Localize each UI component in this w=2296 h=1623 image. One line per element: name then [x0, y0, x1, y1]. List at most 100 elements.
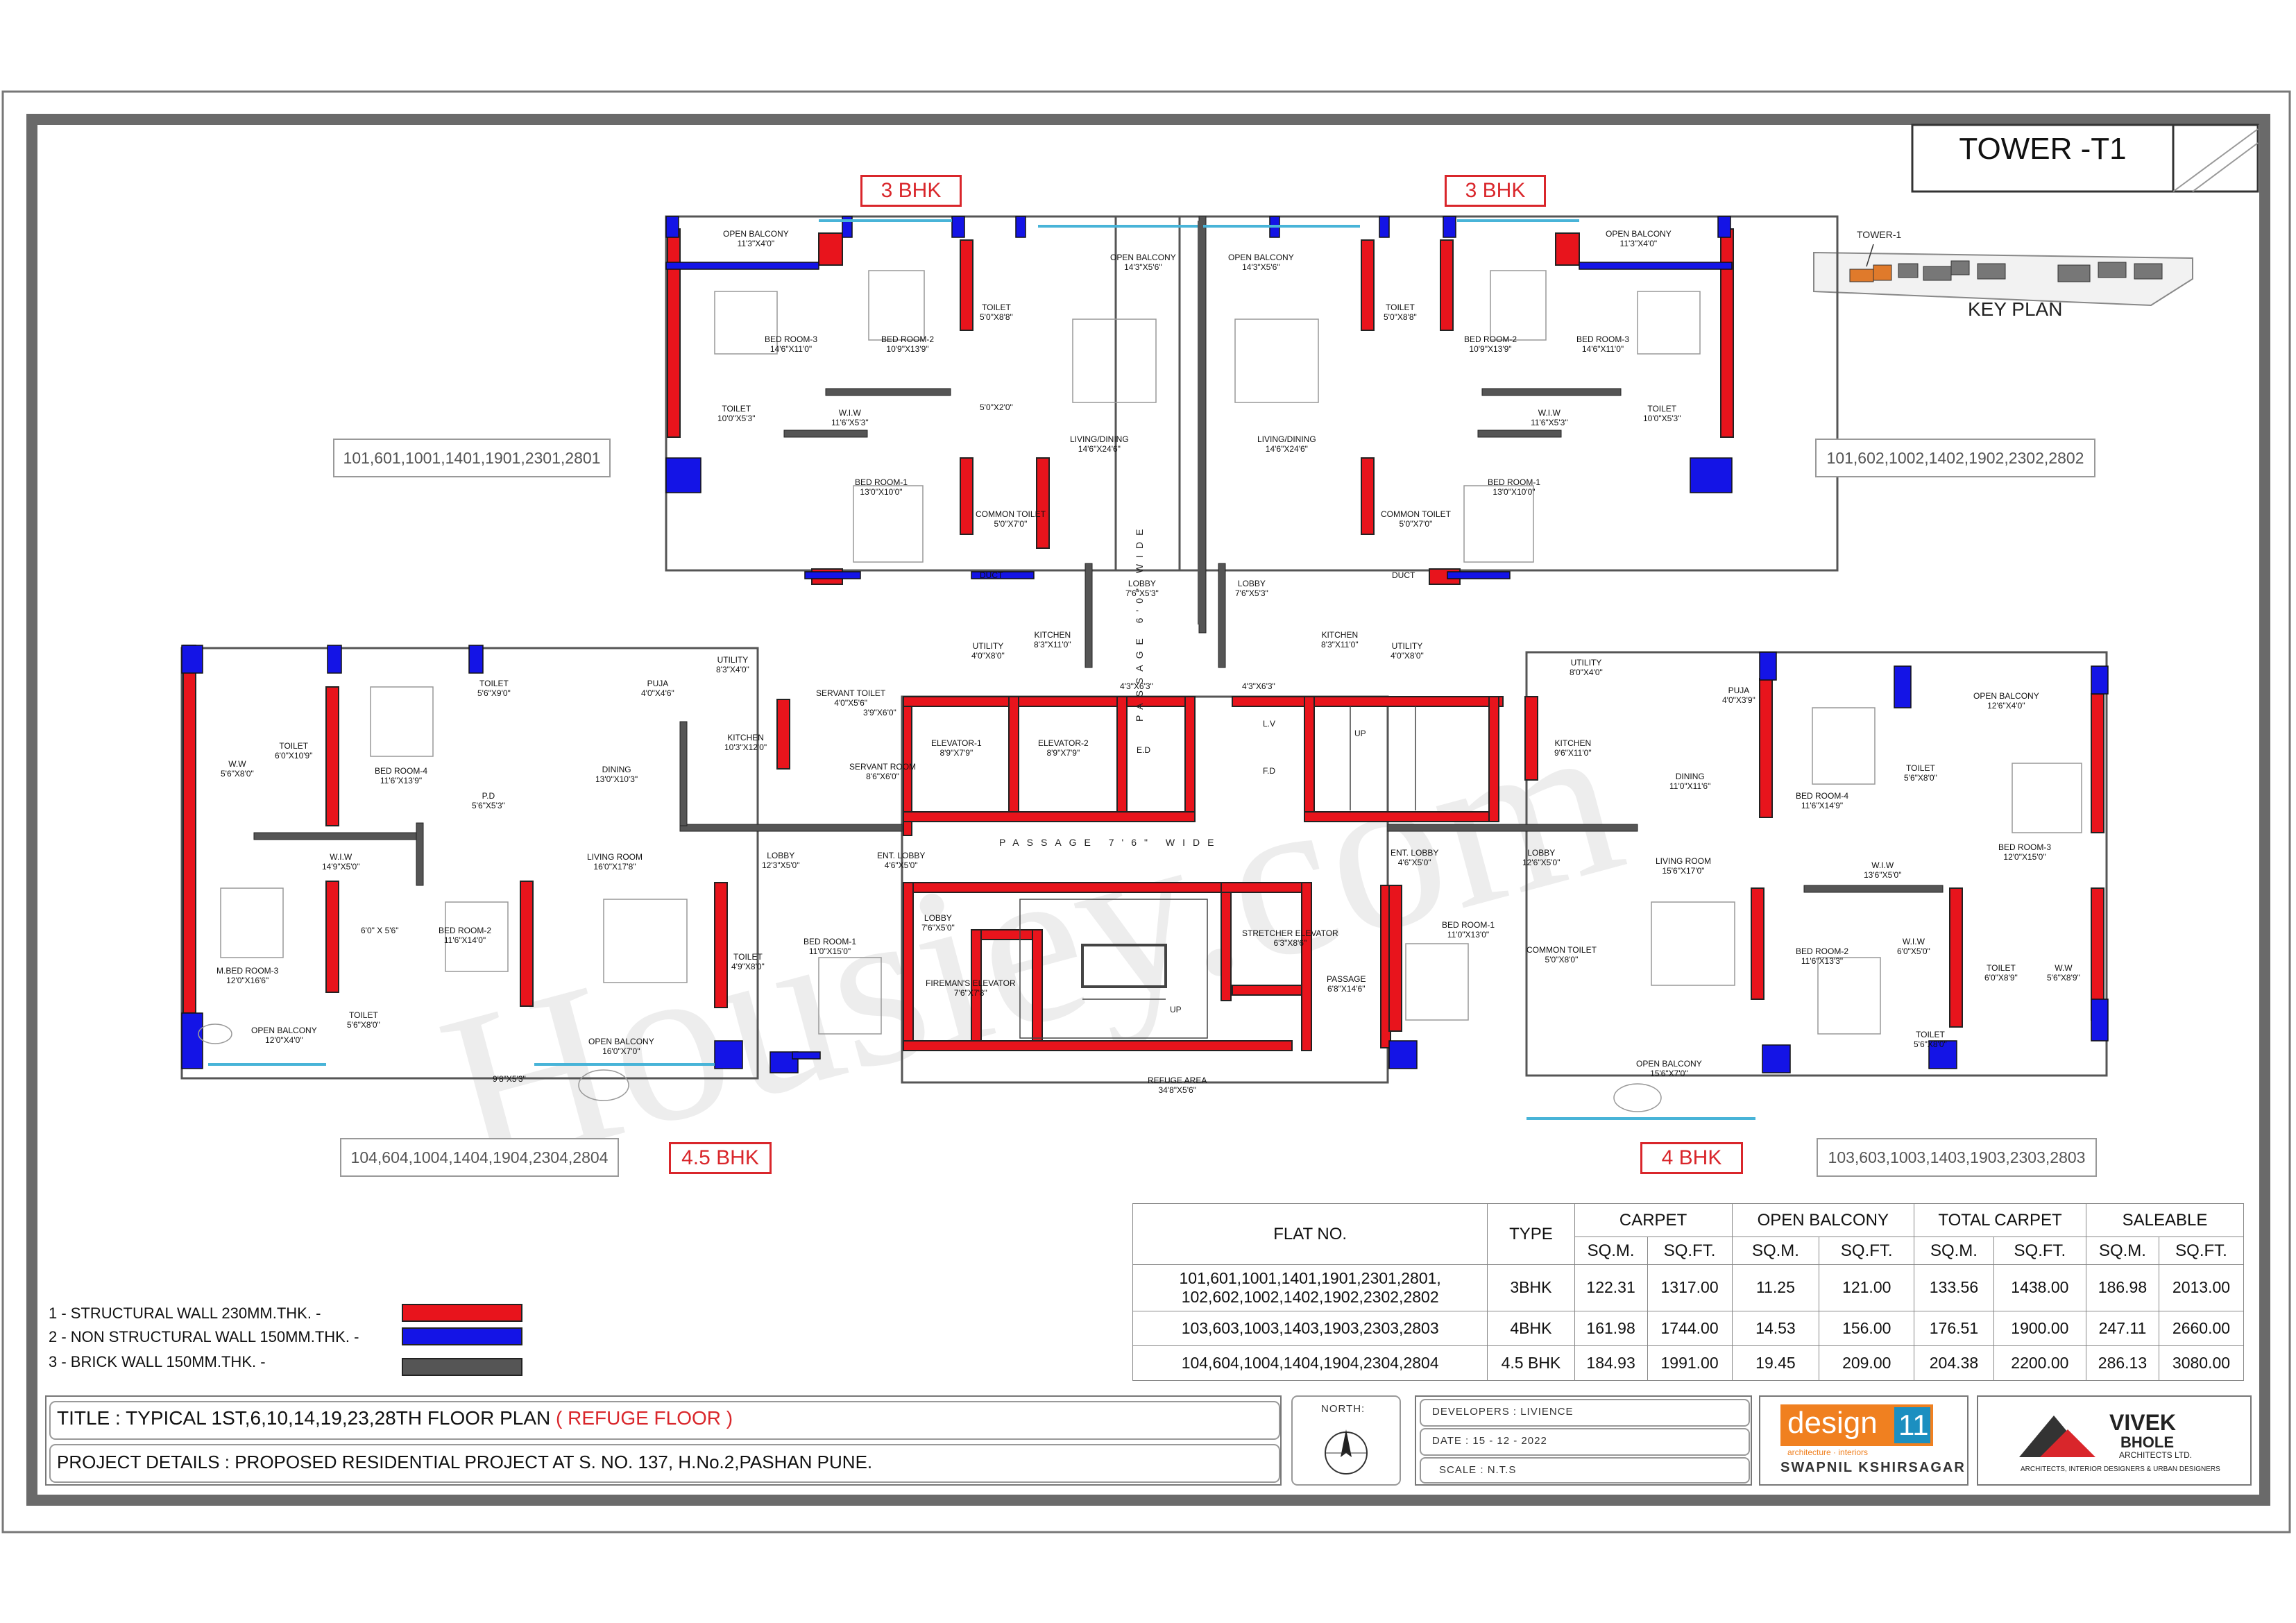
room-label-bed1-tl: BED ROOM-1 13'0"X10'0": [855, 477, 908, 497]
room-label-utility-tl: UTILITY 4'0"X8'0": [971, 641, 1005, 661]
unit-sqft: SQ.FT.: [1819, 1237, 1915, 1266]
room-label-common-toilet-br: COMMON TOILET 5'0"X8'0": [1527, 945, 1597, 965]
cell-value: 3080.00: [2158, 1345, 2245, 1382]
room-label-toilet-bl3: TOILET 5'6"X8'0": [347, 1010, 380, 1030]
unit-sqm: SQ.M.: [1574, 1237, 1648, 1266]
col-flat-no: FLAT NO.: [1132, 1203, 1488, 1266]
room-label-elevator1: ELEVATOR-1 8'9"X7'9": [931, 738, 982, 758]
cell-value: 161.98: [1574, 1310, 1648, 1346]
room-label-bed4-bl: BED ROOM-4 11'6"X13'9": [375, 766, 428, 785]
cell-value: 2013.00: [2158, 1264, 2245, 1311]
room-label-living-tl: LIVING/DINING 14'6"X24'6": [1070, 434, 1129, 454]
room-label-bed2-tl: BED ROOM-2 10'9"X13'9": [881, 334, 935, 354]
room-label-utility-tl: UTILITY 4'0"X8'0": [1391, 641, 1424, 661]
room-label-toilet-bl4: TOILET 4'9"X8'0": [731, 952, 765, 971]
room-label-wiw-tl: W.I.W 11'6"X5'3": [831, 408, 869, 427]
room-label-living-tl: LIVING/DINING 14'6"X24'6": [1257, 434, 1316, 454]
col-type: TYPE: [1487, 1203, 1575, 1266]
cell-value: 176.51: [1914, 1310, 1994, 1346]
flat-numbers-top-left: 101,601,1001,1401,1901,2301,2801: [333, 439, 611, 477]
room-label-toilet-br3: TOILET 5'6"X8'0": [1914, 1030, 1947, 1049]
drawing-date: DATE : 15 - 12 - 2022: [1432, 1435, 1547, 1447]
room-label-elevator2: ELEVATOR-2 8'9"X7'9": [1038, 738, 1089, 758]
room-label-dim-3x6: 3'9"X6'0": [863, 708, 896, 717]
cell-value: 286.13: [2085, 1345, 2159, 1382]
room-label-toilet-tl1: TOILET 5'0"X8'8": [980, 303, 1013, 322]
room-label-dim-5x2: 5'0"X2'0": [980, 402, 1013, 412]
area-table-row: 101,601,1001,1401,1901,2301,2801, 102,60…: [1132, 1264, 2245, 1311]
room-label-duct: DUCT: [980, 570, 1003, 580]
cell-value: 1991.00: [1647, 1345, 1733, 1382]
legend-brick-swatch: [402, 1358, 522, 1376]
north-label: NORTH:: [1321, 1403, 1366, 1415]
room-label-stretcher: STRETCHER ELEVATOR 6'3"X8'6": [1242, 928, 1338, 948]
key-plan-tower-1: [1849, 269, 1874, 282]
key-plan-tower-label: TOWER-1: [1857, 229, 1902, 240]
room-label-dim-6x5: 6'0" X 5'6": [361, 926, 399, 935]
cell-value: 2200.00: [1993, 1345, 2086, 1382]
unit-sqm: SQ.M.: [1914, 1237, 1994, 1266]
cell-flat-no: 103,603,1003,1403,1903,2303,2803: [1132, 1310, 1488, 1346]
tower-title-box: [1911, 124, 2175, 193]
key-plan: [1813, 244, 2193, 307]
design-logo-number: 11: [1898, 1409, 1929, 1441]
room-label-open-balcony-tl: OPEN BALCONY 11'3"X4'0": [1606, 229, 1672, 248]
room-label-bed1-tl: BED ROOM-1 13'0"X10'0": [1488, 477, 1541, 497]
unit-type-bottom-left: 4.5 BHK: [669, 1142, 772, 1174]
vivek-sub: ARCHITECTS LTD.: [2119, 1450, 2193, 1460]
legend-structural: 1 - STRUCTURAL WALL 230MM.THK. -: [49, 1305, 321, 1322]
room-label-lobby-bl: LOBBY 12'3"X5'0": [762, 851, 800, 870]
stair-up-label: UP: [1354, 729, 1366, 738]
cell-value: 1900.00: [1993, 1310, 2086, 1346]
room-label-dining-bl: DINING 13'0"X10'3": [595, 765, 638, 784]
stair-up-label: UP: [1170, 1005, 1182, 1014]
room-label-bed2-tl: BED ROOM-2 10'9"X13'9": [1464, 334, 1517, 354]
room-label-bed1-bl: BED ROOM-1 11'0"X15'0": [803, 937, 857, 956]
room-label-wiw-bl: W.I.W 14'9"X5'0": [322, 852, 360, 872]
room-label-wiw-br: W.I.W 13'6"X5'0": [1864, 860, 1902, 880]
room-label-toilet-tl1: TOILET 5'0"X8'8": [1384, 303, 1417, 322]
room-label-living-br: LIVING ROOM 15'6"X17'0": [1656, 856, 1712, 876]
key-plan-label: KEY PLAN: [1968, 298, 2063, 320]
room-label-lobby-br: LOBBY 12'6"X5'0": [1522, 848, 1561, 867]
room-label-bed1-br: BED ROOM-1 11'0"X13'0": [1442, 920, 1495, 940]
cell-value: 204.38: [1914, 1345, 1994, 1382]
room-label-bed3-tl: BED ROOM-3 14'6"X11'0": [1576, 334, 1630, 354]
cell-value: 11.25: [1731, 1264, 1820, 1311]
room-label-toilet-br2: TOILET 6'0"X8'9": [1984, 963, 2018, 983]
title-text: : TYPICAL 1ST,6,10,14,19,23,28TH FLOOR P…: [110, 1407, 551, 1429]
room-label-ed: E.D: [1137, 745, 1151, 755]
vivek-name: VIVEK: [2109, 1410, 2177, 1435]
room-label-passage-r: PASSAGE 6'8"X14'6": [1327, 974, 1366, 994]
room-label-bed4-br: BED ROOM-4 11'6"X14'9": [1796, 791, 1849, 810]
room-label-utility-bl: UTILITY 8'3"X4'0": [716, 655, 749, 674]
room-label-kitchen-tl: KITCHEN 8'3"X11'0": [1321, 630, 1359, 649]
room-label-pd: P.D 5'6"X5'3": [472, 791, 505, 810]
room-label-dining-br: DINING 11'0"X11'6": [1669, 772, 1711, 791]
room-label-open-balcony-tc: OPEN BALCONY 14'3"X5'6": [1110, 253, 1176, 272]
room-label-lobby-tl: LOBBY 7'6"X5'3": [1235, 579, 1268, 598]
room-label-puja-bl: PUJA 4'0"X4'6": [641, 679, 674, 698]
room-label-toilet-tl2: TOILET 10'0"X5'3": [1643, 404, 1681, 423]
room-label-kitchen-br: KITCHEN 9'6"X11'0": [1554, 738, 1592, 758]
passage-horizontal-label: PASSAGE 7'6" WIDE: [999, 837, 1222, 848]
cell-value: 186.98: [2085, 1264, 2159, 1311]
room-label-toilet-br1: TOILET 5'6"X8'0": [1904, 763, 1937, 783]
unit-sqft: SQ.FT.: [2158, 1237, 2245, 1266]
cell-value: 247.11: [2085, 1310, 2159, 1346]
legend-non-structural-swatch: [402, 1327, 522, 1345]
room-label-open-balcony-tl: OPEN BALCONY 11'3"X4'0": [723, 229, 789, 248]
cell-value: 19.45: [1731, 1345, 1820, 1382]
drawing-scale: SCALE : N.T.S: [1439, 1464, 1517, 1476]
col-saleable: SALEABLE: [2085, 1203, 2245, 1238]
developers: DEVELOPERS : LIVIENCE: [1432, 1406, 1574, 1418]
room-label-kitchen-bl: KITCHEN 10'3"X12'0": [724, 733, 767, 752]
project-text: : PROPOSED RESIDENTIAL PROJECT AT S. NO.…: [219, 1452, 873, 1472]
cell-value: 2660.00: [2158, 1310, 2245, 1346]
room-label-bed3-br: BED ROOM-3 12'0"X15'0": [1998, 842, 2052, 862]
room-label-firemans: FIREMAN'S ELEVATOR 7'6"X7'8": [926, 978, 1016, 998]
cell-flat-no: 104,604,1004,1404,1904,2304,2804: [1132, 1345, 1488, 1382]
project-row: PROJECT DETAILS : PROPOSED RESIDENTIAL P…: [57, 1452, 872, 1473]
flat-numbers-bottom-left: 104,604,1004,1404,1904,2304,2804: [340, 1138, 619, 1177]
